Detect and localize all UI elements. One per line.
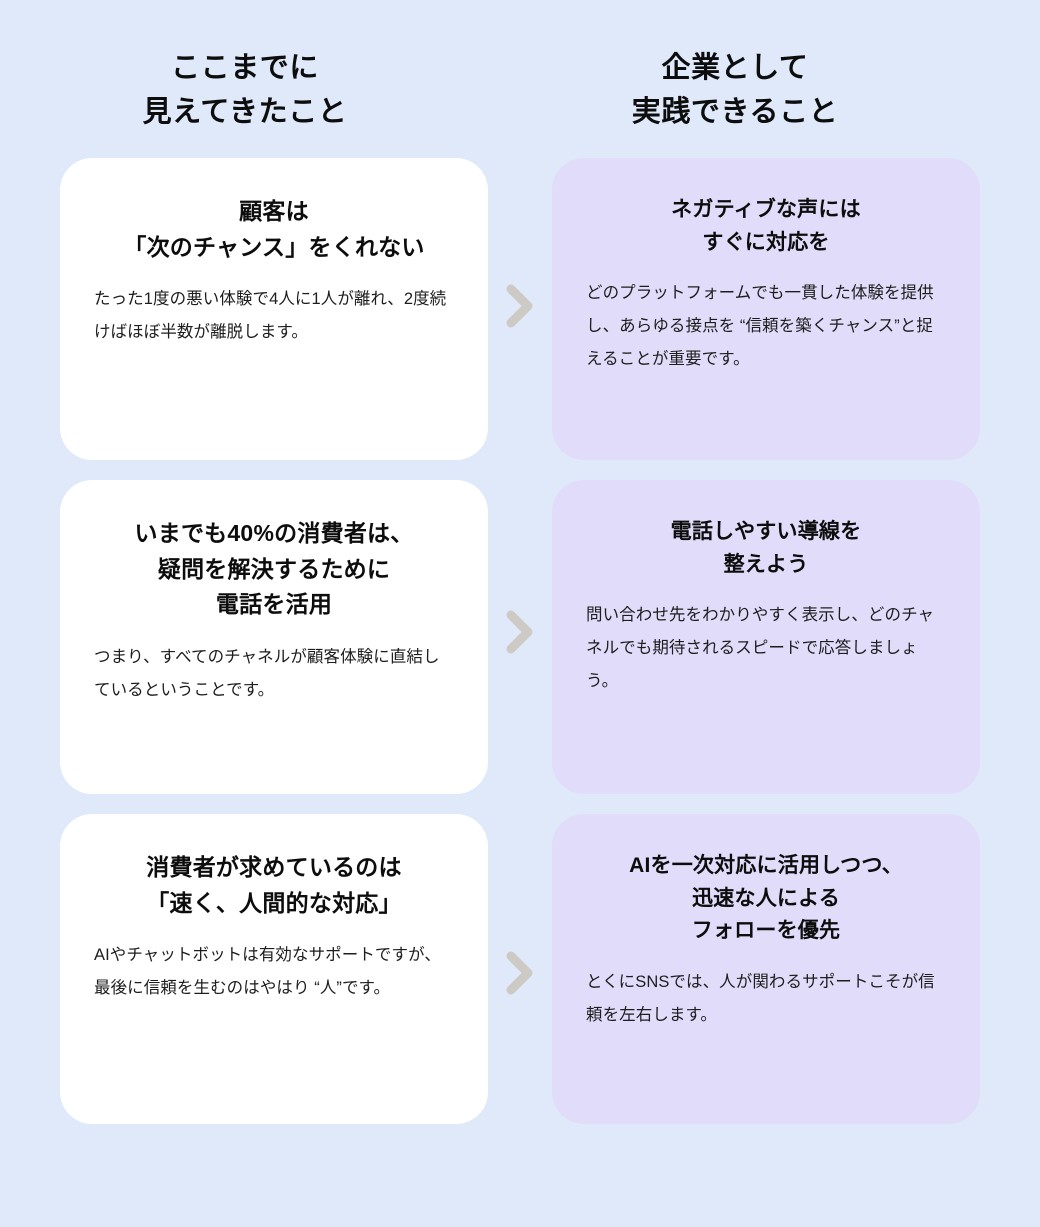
card-row: いまでも40%の消費者は、 疑問を解決するために 電話を活用 つまり、すべてのチ…	[0, 480, 1040, 795]
action-card-title: AIを一次対応に活用しつつ、 迅速な人による フォローを優先	[629, 854, 903, 943]
action-card-body: どのプラットフォームでも一貫した体験を提供し、あらゆる接点を “信頼を築くチャン…	[586, 284, 934, 369]
card-row: 顧客は 「次のチャンス」をくれない たった1度の悪い体験で4人に1人が離れ、2度…	[0, 158, 1040, 461]
action-card-body: とくにSNSでは、人が関わるサポートこそが信頼を左右します。	[586, 972, 935, 1024]
action-card[interactable]: AIを一次対応に活用しつつ、 迅速な人による フォローを優先 とくにSNSでは、…	[552, 814, 980, 1125]
card-rows: 顧客は 「次のチャンス」をくれない たった1度の悪い体験で4人に1人が離れ、2度…	[0, 158, 1040, 1125]
left-column-title: ここまでに 見えてきたこと	[142, 52, 348, 129]
action-card[interactable]: 電話しやすい導線を 整えよう 問い合わせ先をわかりやすく表示し、どのチャネルでも…	[552, 480, 980, 795]
insight-card[interactable]: 消費者が求めているのは 「速く、人間的な対応」 AIやチャットボットは有効なサポ…	[60, 814, 488, 1125]
action-card[interactable]: ネガティブな声には すぐに対応を どのプラットフォームでも一貫した体験を提供し、…	[552, 158, 980, 461]
chevron-right-icon	[500, 282, 540, 330]
insight-card[interactable]: 顧客は 「次のチャンス」をくれない たった1度の悪い体験で4人に1人が離れ、2度…	[60, 158, 488, 461]
column-headers: ここまでに 見えてきたこと 企業として 実践できること	[0, 0, 1040, 134]
insight-card-body: AIやチャットボットは有効なサポートですが、最後に信頼を生むのはやはり “人”で…	[94, 946, 441, 998]
card-row: 消費者が求めているのは 「速く、人間的な対応」 AIやチャットボットは有効なサポ…	[0, 814, 1040, 1125]
chevron-right-icon	[500, 949, 540, 997]
action-card-body: 問い合わせ先をわかりやすく表示し、どのチャネルでも期待されるスピードで応答しまし…	[586, 606, 935, 691]
action-card-title: 電話しやすい導線を 整えよう	[670, 520, 862, 576]
chevron-right-icon	[500, 608, 540, 656]
insight-card-title: 顧客は 「次のチャンス」をくれない	[123, 198, 425, 260]
right-column-header: 企業として 実践できること	[490, 46, 980, 134]
left-column-header: ここまでに 見えてきたこと	[0, 46, 490, 134]
insight-card-title: 消費者が求めているのは 「速く、人間的な対応」	[146, 854, 402, 916]
insight-card-body: たった1度の悪い体験で4人に1人が離れ、2度続けばほぼ半数が離脱します。	[94, 290, 447, 342]
right-column-title: 企業として 実践できること	[631, 52, 839, 129]
insight-card-title: いまでも40%の消費者は、 疑問を解決するために 電話を活用	[134, 520, 414, 618]
action-card-title: ネガティブな声には すぐに対応を	[671, 198, 861, 254]
insight-card-body: つまり、すべてのチャネルが顧客体験に直結しているということです。	[94, 648, 440, 700]
insight-card[interactable]: いまでも40%の消費者は、 疑問を解決するために 電話を活用 つまり、すべてのチ…	[60, 480, 488, 795]
